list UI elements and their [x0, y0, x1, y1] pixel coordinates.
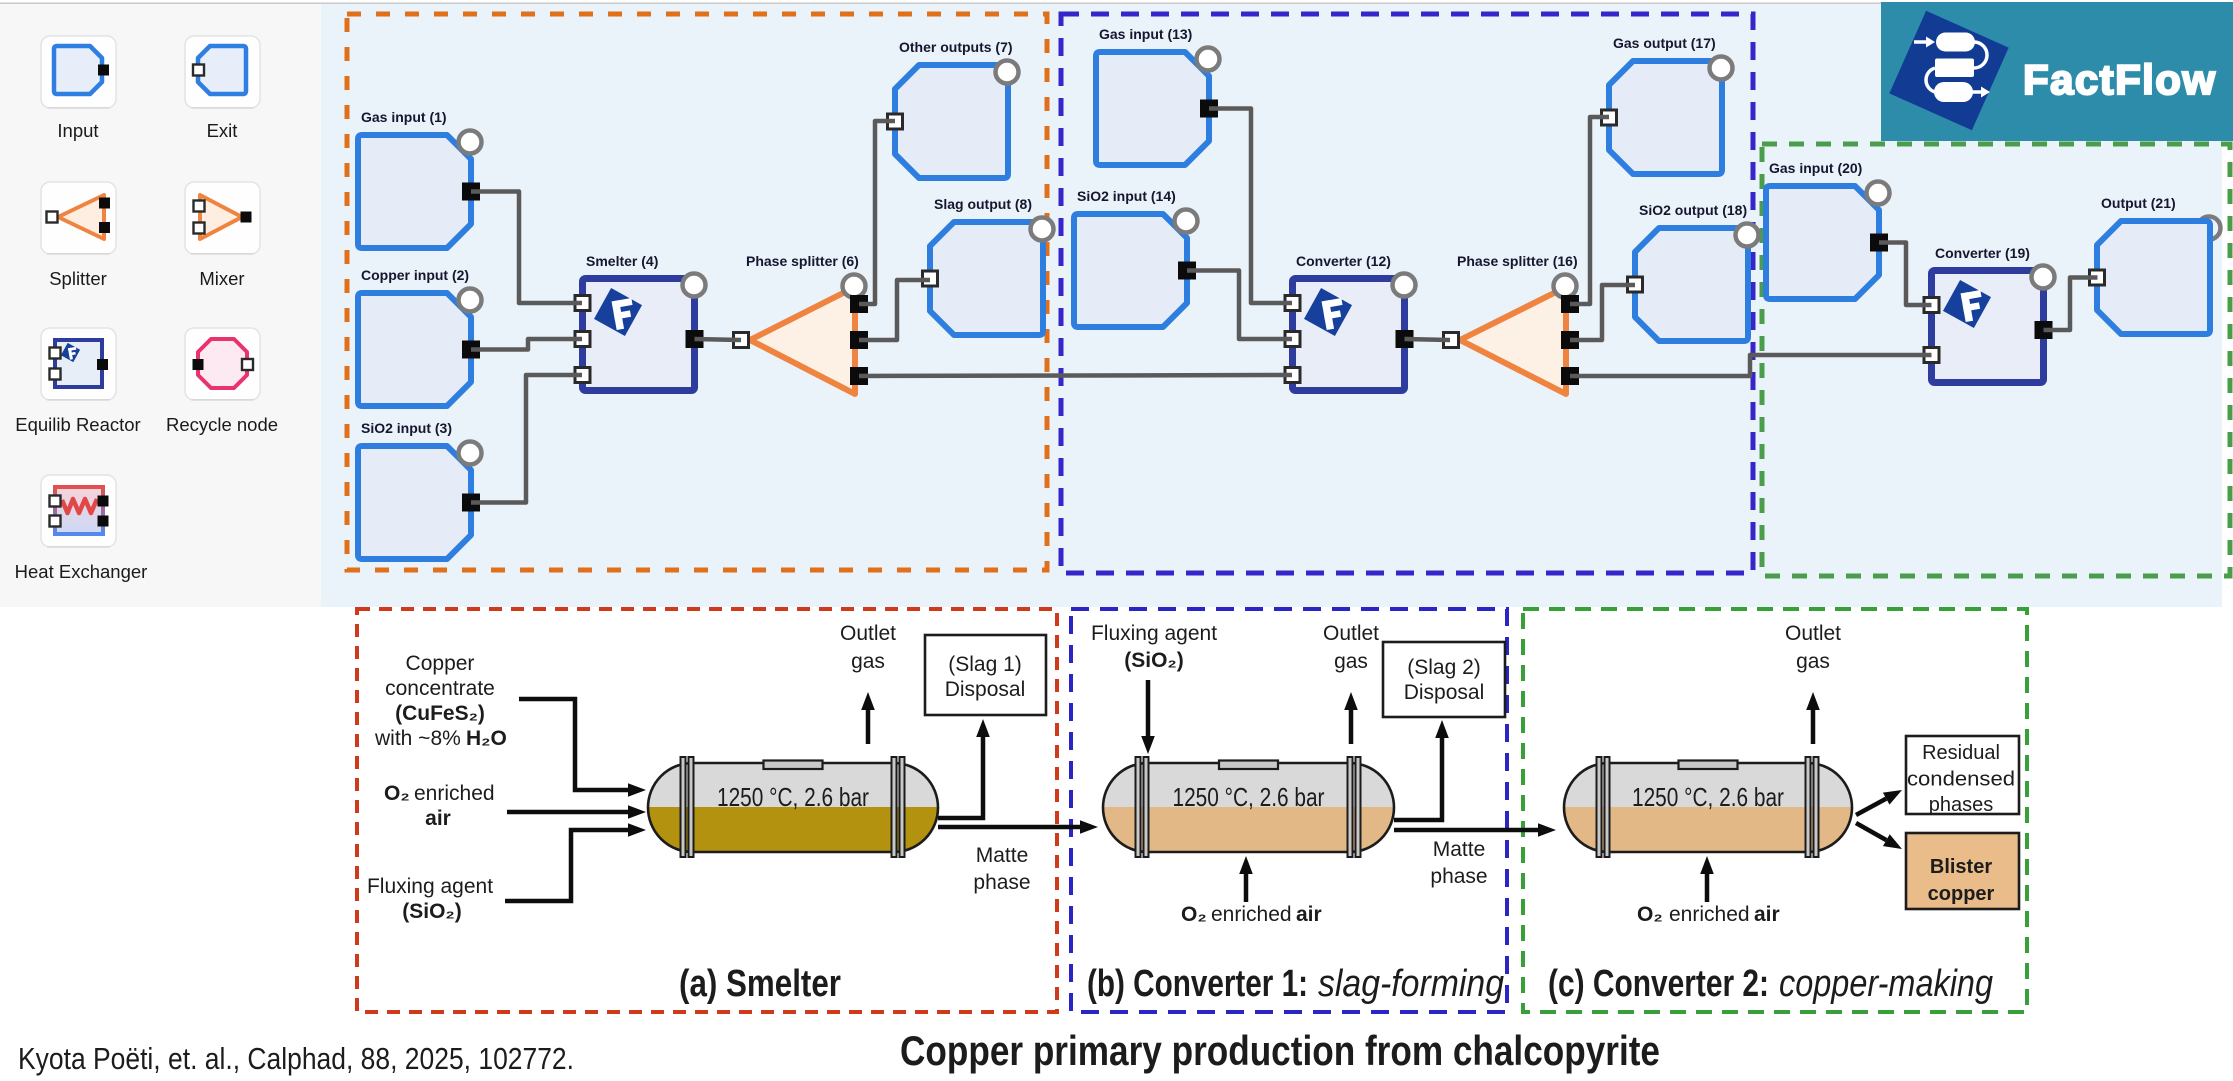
svg-text:Residual: Residual	[1922, 742, 2000, 764]
svg-text:slag-forming: slag-forming	[1318, 963, 1504, 1005]
svg-text:phase: phase	[973, 871, 1030, 894]
svg-text:with ~8%: with ~8%	[374, 727, 461, 750]
svg-text:1250 °C, 2.6 bar: 1250 °C, 2.6 bar	[1632, 782, 1784, 812]
svg-text:phases: phases	[1929, 794, 1994, 816]
svg-text:Kyota Poëti, et. al., Calphad,: Kyota Poëti, et. al., Calphad, 88, 2025,…	[18, 1041, 574, 1076]
svg-text:enriched: enriched	[414, 782, 495, 805]
svg-text:(a) Smelter: (a) Smelter	[679, 963, 841, 1005]
svg-text:SiO2 input (3): SiO2 input (3)	[361, 420, 452, 436]
svg-text:Fluxing agent: Fluxing agent	[367, 875, 493, 898]
svg-text:air: air	[1296, 903, 1322, 926]
svg-text:1250 °C, 2.6 bar: 1250 °C, 2.6 bar	[717, 782, 869, 812]
svg-text:Splitter: Splitter	[49, 268, 107, 289]
svg-text:Phase splitter (6): Phase splitter (6)	[746, 253, 859, 269]
svg-text:(SiO₂): (SiO₂)	[1124, 649, 1184, 672]
svg-text:Recycle node: Recycle node	[166, 414, 278, 435]
svg-text:gas: gas	[1334, 650, 1368, 673]
svg-text:Other outputs (7): Other outputs (7)	[899, 39, 1013, 55]
svg-text:Exit: Exit	[207, 120, 238, 141]
svg-text:Outlet: Outlet	[1785, 622, 1841, 645]
svg-text:Copper: Copper	[406, 652, 475, 675]
svg-text:Copper primary production from: Copper primary production from chalcopyr…	[900, 1027, 1660, 1074]
svg-text:Mixer: Mixer	[199, 268, 244, 289]
svg-text:Copper input (2): Copper input (2)	[361, 267, 469, 283]
svg-text:Disposal: Disposal	[945, 678, 1026, 701]
svg-text:Blister: Blister	[1930, 856, 1992, 878]
svg-text:O₂: O₂	[1181, 903, 1207, 926]
svg-text:Fluxing agent: Fluxing agent	[1091, 622, 1217, 645]
svg-text:Matte: Matte	[976, 844, 1029, 867]
svg-text:Gas output (17): Gas output (17)	[1613, 35, 1716, 51]
svg-text:phase: phase	[1430, 865, 1487, 888]
svg-text:Smelter (4): Smelter (4)	[586, 253, 658, 269]
svg-text:Equilib Reactor: Equilib Reactor	[15, 414, 140, 435]
svg-text:copper: copper	[1928, 883, 1995, 905]
svg-text:(c) Converter 2:: (c) Converter 2:	[1548, 963, 1769, 1005]
svg-text:Heat Exchanger: Heat Exchanger	[15, 561, 148, 582]
svg-text:Gas input (20): Gas input (20)	[1769, 160, 1862, 176]
svg-text:enriched: enriched	[1211, 903, 1292, 926]
svg-text:Output (21): Output (21)	[2101, 195, 2176, 211]
svg-text:gas: gas	[1796, 650, 1830, 673]
svg-text:Disposal: Disposal	[1404, 681, 1485, 704]
svg-text:(SiO₂): (SiO₂)	[402, 900, 462, 923]
svg-text:Outlet: Outlet	[840, 622, 896, 645]
svg-text:O₂: O₂	[1637, 903, 1663, 926]
svg-text:Outlet: Outlet	[1323, 622, 1379, 645]
svg-text:Gas input (1): Gas input (1)	[361, 109, 447, 125]
svg-text:concentrate: concentrate	[385, 677, 495, 700]
svg-text:(Slag 1): (Slag 1)	[948, 653, 1022, 676]
svg-text:Converter (19): Converter (19)	[1935, 245, 2030, 261]
svg-text:SiO2 input (14): SiO2 input (14)	[1077, 188, 1176, 204]
svg-text:Matte: Matte	[1433, 838, 1486, 861]
svg-text:Phase splitter (16): Phase splitter (16)	[1457, 253, 1578, 269]
svg-text:Gas input (13): Gas input (13)	[1099, 26, 1192, 42]
svg-text:air: air	[1754, 903, 1780, 926]
svg-text:enriched: enriched	[1669, 903, 1750, 926]
svg-text:condensed: condensed	[1907, 769, 2015, 791]
svg-text:gas: gas	[851, 650, 885, 673]
svg-text:Slag output (8): Slag output (8)	[934, 196, 1032, 212]
svg-text:Input: Input	[57, 120, 98, 141]
svg-text:air: air	[425, 807, 451, 830]
svg-text:(Slag 2): (Slag 2)	[1407, 656, 1481, 679]
svg-text:SiO2 output (18): SiO2 output (18)	[1639, 202, 1747, 218]
svg-text:1250 °C, 2.6 bar: 1250 °C, 2.6 bar	[1173, 782, 1325, 812]
svg-text:copper-making: copper-making	[1779, 963, 1993, 1005]
svg-text:FactFlow: FactFlow	[2023, 56, 2215, 103]
svg-text:(b) Converter 1:: (b) Converter 1:	[1087, 963, 1308, 1005]
svg-text:Converter (12): Converter (12)	[1296, 253, 1391, 269]
svg-text:H₂O: H₂O	[466, 727, 507, 750]
svg-text:(CuFeS₂): (CuFeS₂)	[395, 702, 485, 725]
svg-text:O₂: O₂	[384, 782, 410, 805]
